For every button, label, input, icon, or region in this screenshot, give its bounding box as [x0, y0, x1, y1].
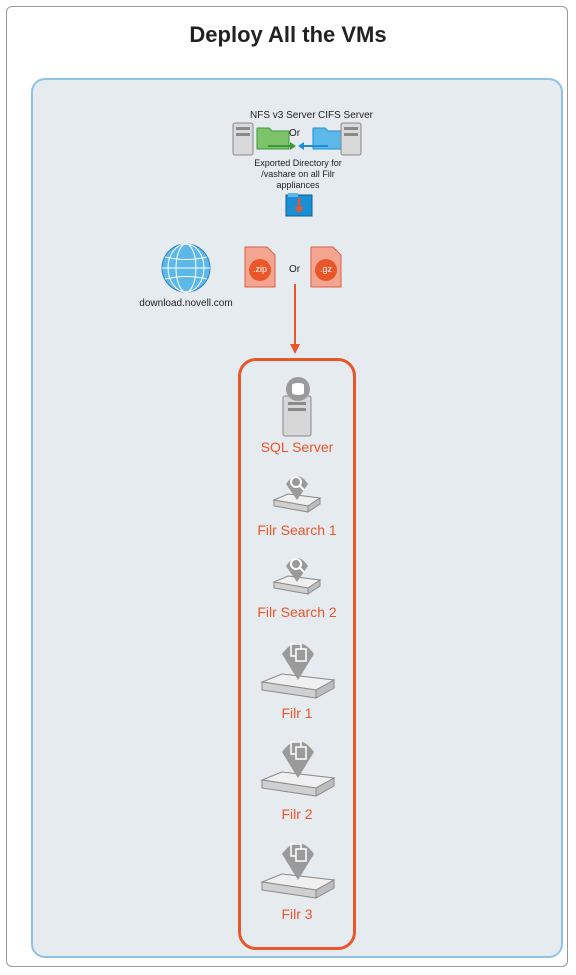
cifs-server-icon [340, 122, 362, 156]
sql-server-icon [281, 376, 315, 438]
nfs-server-icon [232, 122, 254, 156]
vm-label-sql-server: SQL Server [260, 439, 334, 455]
vm-label-filr-search-1: Filr Search 1 [257, 522, 337, 538]
page-title: Deploy All the VMs [189, 22, 387, 47]
storage-arrows-icon [266, 140, 330, 152]
vm-label-filr-search-2: Filr Search 2 [257, 604, 337, 620]
export-note: Exported Directory for /vashare on all F… [254, 158, 342, 190]
search-appliance-1-icon [270, 470, 324, 518]
download-or-label: Or [289, 264, 301, 275]
storage-or-label: Or [289, 128, 301, 139]
globe-icon [160, 242, 212, 294]
vm-label-filr-2: Filr 2 [281, 806, 313, 822]
gz-file-icon: .gz [310, 246, 342, 288]
search-appliance-2-icon [270, 552, 324, 600]
filr-appliance-1-icon [258, 636, 338, 702]
gz-label: .gz [319, 264, 332, 274]
zip-label: .zip [252, 264, 267, 274]
deploy-arrow [289, 284, 301, 356]
vm-group-box [238, 358, 356, 950]
vm-label-filr-3: Filr 3 [281, 906, 313, 922]
nfs-server-label: NFS v3 Server [250, 110, 316, 121]
vm-label-filr-1: Filr 1 [281, 705, 313, 721]
download-site-label: download.novell.com [139, 298, 233, 309]
cifs-server-label: CIFS Server [318, 110, 374, 121]
zip-file-icon: .zip [244, 246, 276, 288]
shared-folder-icon [285, 192, 313, 218]
deployment-panel [31, 78, 563, 958]
filr-appliance-3-icon [258, 836, 338, 902]
nfs-folder-icon [256, 124, 290, 150]
filr-appliance-2-icon [258, 734, 338, 800]
